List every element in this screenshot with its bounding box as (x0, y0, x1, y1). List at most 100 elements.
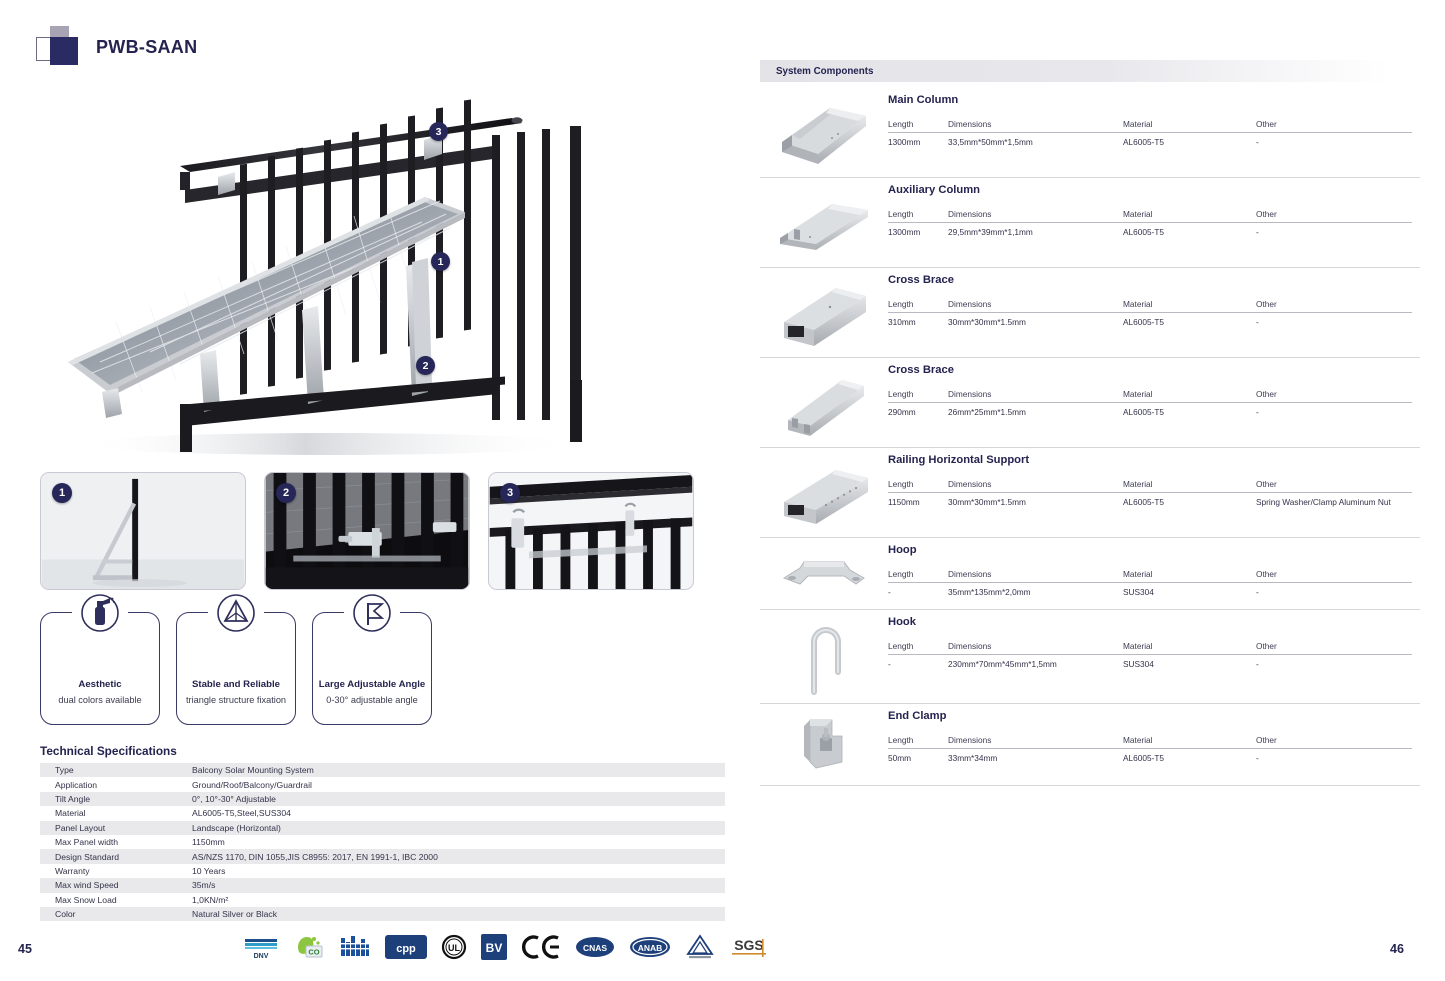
ul-logo-icon: UL (441, 932, 467, 962)
triangle-structure-icon (210, 587, 262, 639)
hero-callout-3[interactable]: 3 (429, 122, 448, 141)
component-spec-table: Length Dimensions Material Other 1300mm … (888, 200, 1412, 240)
anab-logo-icon: ANAB (629, 932, 671, 962)
tuv-rheinland-logo-icon (685, 932, 715, 962)
col-header-length: Length (888, 470, 948, 493)
cnas-logo-icon: CNAS (575, 932, 615, 962)
col-header-dimensions: Dimensions (948, 200, 1123, 223)
hero-callout-1[interactable]: 1 (431, 252, 450, 271)
component-cross-brace-c: Cross Brace Length Dimensions Material O… (760, 358, 1420, 448)
system-components-title: System Components (776, 65, 874, 77)
spec-key: Max Snow Load (55, 894, 117, 905)
spec-value: 0°, 10°-30° Adjustable (192, 793, 276, 804)
component-railing-horizontal-support: Railing Horizontal Support Length Dimens… (760, 448, 1420, 538)
col-header-other: Other (1256, 380, 1412, 403)
square-tube-profile-icon (760, 274, 888, 352)
col-header-other: Other (1256, 290, 1412, 313)
svg-text:ANAB: ANAB (638, 943, 663, 953)
detail-photo-3[interactable]: 3 (488, 472, 694, 590)
col-header-dimensions: Dimensions (948, 290, 1123, 313)
sgs-logo-icon: SGS (729, 932, 769, 962)
cell-length: 1300mm (888, 137, 921, 147)
component-spec-table: Length Dimensions Material Other - 35mm*… (888, 560, 1412, 600)
col-header-dimensions: Dimensions (948, 380, 1123, 403)
cell-length: 310mm (888, 317, 916, 327)
cell-dimensions: 35mm*135mm*2,0mm (948, 587, 1031, 597)
detail-photo-1-badge: 1 (52, 483, 72, 503)
spec-value: Landscape (Horizontal) (192, 822, 281, 833)
col-header-material: Material (1123, 632, 1256, 655)
certification-logo-row: DNV CO cpp UL BV CNAS (243, 930, 769, 964)
component-auxiliary-column: Auxiliary Column Length Dimensions Mater… (760, 178, 1420, 268)
spec-value: 35m/s (192, 880, 216, 891)
cell-material: AL6005-T5 (1123, 407, 1165, 417)
hero-product-image: 3 1 2 (30, 62, 710, 462)
cell-other: Spring Washer/Clamp Aluminum Nut (1256, 497, 1391, 507)
cell-dimensions: 30mm*30mm*1.5mm (948, 497, 1026, 507)
bureau-veritas-logo-icon: BV (481, 932, 507, 962)
col-header-dimensions: Dimensions (948, 632, 1123, 655)
col-header-length: Length (888, 110, 948, 133)
spec-key: Max Panel width (55, 837, 119, 848)
component-spec-table: Length Dimensions Material Other - 230mm… (888, 632, 1412, 672)
feature-title: Stable and Reliable (192, 679, 280, 691)
table-row: 1300mm 29,5mm*39mm*1,1mm AL6005-T5 - (888, 223, 1412, 241)
cell-length: 1150mm (888, 497, 920, 507)
u-hook-icon (760, 616, 888, 698)
svg-text:cpp: cpp (396, 943, 416, 955)
svg-text:CO: CO (308, 948, 319, 957)
flat-channel-profile-icon (760, 184, 888, 262)
spec-key: Color (55, 909, 76, 920)
table-row: - 35mm*135mm*2,0mm SUS304 - (888, 583, 1412, 601)
col-header-material: Material (1123, 726, 1256, 749)
cell-dimensions: 29,5mm*39mm*1,1mm (948, 227, 1033, 237)
table-row: - 230mm*70mm*45mm*1,5mm SUS304 - (888, 655, 1412, 673)
component-hook: Hook Length Dimensions Material Other - … (760, 610, 1420, 704)
col-header-dimensions: Dimensions (948, 726, 1123, 749)
component-name: Railing Horizontal Support (888, 454, 1030, 466)
detail-photo-row: 1 (40, 472, 694, 590)
spec-value: Balcony Solar Mounting System (192, 765, 314, 776)
col-header-other: Other (1256, 632, 1412, 655)
hero-callout-2[interactable]: 2 (416, 356, 435, 375)
col-header-length: Length (888, 726, 948, 749)
cell-length: - (888, 659, 891, 669)
svg-text:CNAS: CNAS (583, 943, 607, 953)
component-name: Hoop (888, 544, 917, 556)
component-spec-table: Length Dimensions Material Other 310mm 3… (888, 290, 1412, 330)
perforated-square-tube-icon (760, 454, 888, 532)
cell-other: - (1256, 587, 1259, 597)
ce-logo-icon (521, 932, 561, 962)
tuv-bars-logo-icon (339, 932, 371, 962)
detail-photo-1[interactable]: 1 (40, 472, 246, 590)
cell-other: - (1256, 137, 1259, 147)
feature-card-aesthetic: Aesthetic dual colors available (40, 594, 160, 725)
component-spec-table: Length Dimensions Material Other 1150mm … (888, 470, 1412, 510)
col-header-dimensions: Dimensions (948, 470, 1123, 493)
component-end-clamp: End Clamp Length Dimensions Material Oth… (760, 704, 1420, 786)
col-header-dimensions: Dimensions (948, 110, 1123, 133)
feature-subtitle: triangle structure fixation (185, 694, 287, 705)
detail-photo-2[interactable]: 2 (264, 472, 470, 590)
svg-text:DNV: DNV (254, 953, 269, 960)
col-header-dimensions: Dimensions (948, 560, 1123, 583)
feature-row: Aesthetic dual colors available Stable a… (40, 594, 432, 725)
product-model-title: PWB-SAAN (96, 36, 198, 57)
cell-other: - (1256, 659, 1259, 669)
cell-other: - (1256, 407, 1259, 417)
table-row: 310mm 30mm*30mm*1.5mm AL6005-T5 - (888, 313, 1412, 331)
component-cross-brace-square: Cross Brace Length Dimensions Material O… (760, 268, 1420, 358)
cell-length: 1300mm (888, 227, 921, 237)
col-header-length: Length (888, 290, 948, 313)
component-spec-table: Length Dimensions Material Other 290mm 2… (888, 380, 1412, 420)
spec-value: 10 Years (192, 865, 226, 876)
hoop-bracket-icon (760, 544, 888, 604)
col-header-other: Other (1256, 726, 1412, 749)
component-name: Auxiliary Column (888, 184, 981, 196)
cell-material: AL6005-T5 (1123, 497, 1165, 507)
col-header-material: Material (1123, 380, 1256, 403)
spec-key: Application (55, 779, 98, 790)
